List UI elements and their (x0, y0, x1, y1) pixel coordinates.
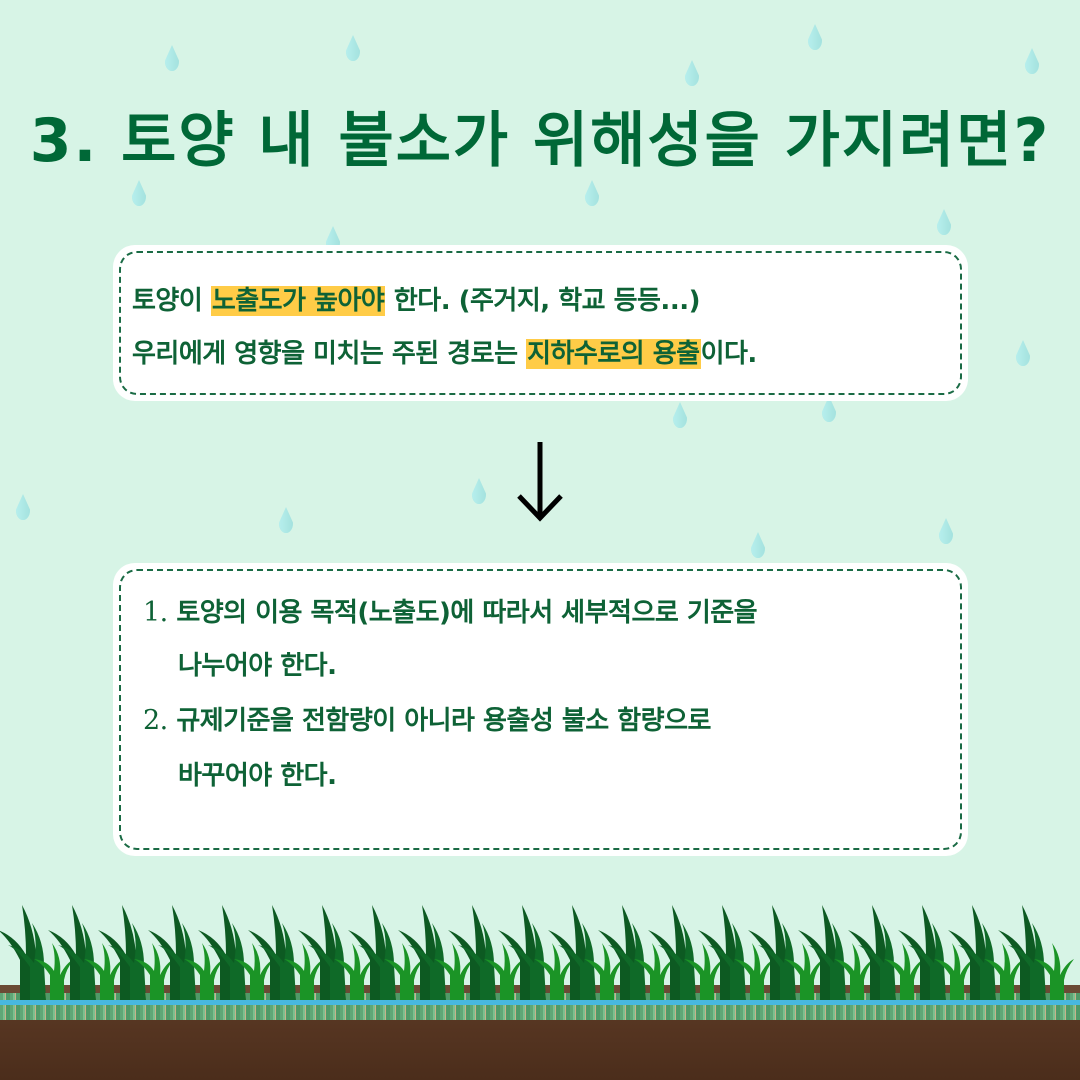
raindrop-icon (472, 478, 486, 504)
dashed-border (119, 251, 962, 395)
raindrop-icon (673, 402, 687, 428)
raindrop-icon (585, 180, 599, 206)
recommendations-box (113, 563, 968, 856)
list-number: 1. (143, 597, 168, 628)
raindrop-icon (16, 494, 30, 520)
highlighted-text: 지하수로의 용출 (526, 339, 701, 369)
raindrop-icon (165, 45, 179, 71)
raindrop-icon (1016, 340, 1030, 366)
raindrop-icon (937, 209, 951, 235)
recommendation-item-1: 1. 토양의 이용 목적(노출도)에 따라서 세부적으로 기준을 (143, 592, 758, 629)
raindrop-icon (346, 35, 360, 61)
page-title: 3. 토양 내 불소가 위해성을 가지려면? (29, 106, 1051, 176)
raindrop-icon (751, 532, 765, 558)
raindrop-icon (685, 60, 699, 86)
raindrop-icon (808, 24, 822, 50)
list-text: 규제기준을 전함량이 아니라 용출성 불소 함량으로 (176, 706, 711, 736)
text-segment: 한다. (주거지, 학교 등등...) (385, 286, 701, 316)
down-arrow-icon (517, 442, 563, 522)
text-segment: 우리에게 영향을 미치는 주된 경로는 (132, 339, 527, 369)
list-number: 2. (143, 705, 168, 736)
raindrop-icon (939, 518, 953, 544)
dashed-border (119, 569, 962, 850)
recommendation-item-1-continued: 나누어야 한다. (178, 651, 337, 681)
list-text: 토양의 이용 목적(노출도)에 따라서 세부적으로 기준을 (176, 598, 758, 628)
soil-layer (0, 1020, 1080, 1080)
raindrop-icon (1025, 48, 1039, 74)
water-layer (0, 1000, 1080, 1005)
recommendation-item-2-continued: 바꾸어야 한다. (178, 761, 337, 791)
grass-icon (0, 905, 1074, 1000)
highlighted-text: 노출도가 높아야 (210, 286, 386, 316)
condition-line-1: 토양이 노출도가 높아야 한다. (주거지, 학교 등등...) (132, 280, 700, 317)
raindrop-icon (279, 507, 293, 533)
raindrop-icon (132, 180, 146, 206)
recommendation-item-2: 2. 규제기준을 전함량이 아니라 용출성 불소 함량으로 (143, 700, 711, 737)
text-segment: 이다. (700, 339, 758, 369)
condition-box (113, 245, 968, 401)
text-segment: 토양이 (132, 286, 211, 316)
condition-line-2: 우리에게 영향을 미치는 주된 경로는 지하수로의 용출이다. (132, 333, 757, 370)
